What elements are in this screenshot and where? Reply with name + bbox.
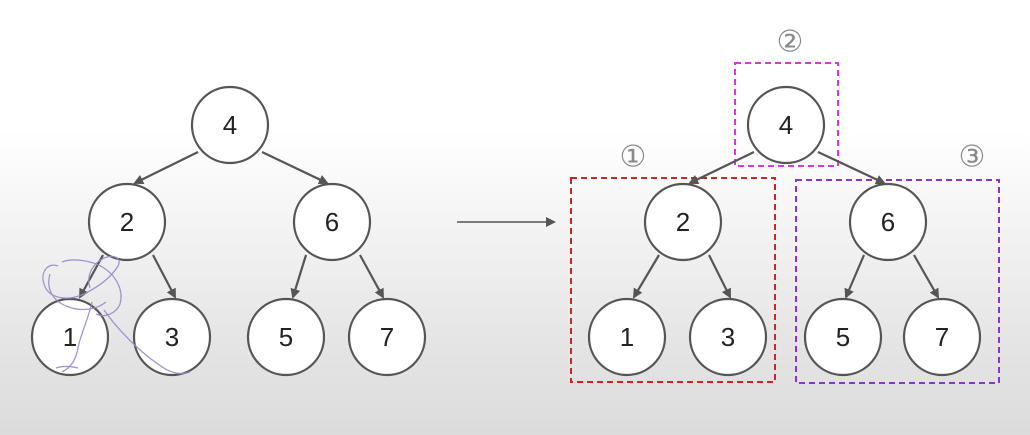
edge-6-to-7 [913, 254, 939, 299]
edge-2-to-3 [708, 254, 731, 299]
node-label: 3 [721, 322, 735, 352]
node-label: 5 [279, 322, 293, 352]
tree-node: 2 [87, 182, 167, 262]
edge-4-to-2 [133, 151, 199, 184]
edge-6-to-5 [844, 254, 866, 299]
group-marker-right: ③ [959, 140, 986, 175]
node-label: 4 [779, 110, 793, 140]
scribble-annotation [42, 255, 191, 375]
edge-6-to-5 [290, 254, 308, 299]
group-marker-root: ② [777, 25, 804, 60]
edge-2-to-3 [152, 254, 176, 299]
tree-node: 2 [643, 182, 723, 262]
tree-node: 7 [347, 297, 427, 377]
tree-node: 5 [246, 297, 326, 377]
tree-node: 7 [902, 297, 982, 377]
edge-2-to-1 [632, 254, 660, 299]
edge-4-to-6 [261, 151, 329, 185]
edge-4-to-2 [688, 151, 755, 185]
root-group-box [734, 62, 839, 167]
node-label: 5 [836, 322, 850, 352]
node-label: 3 [165, 322, 179, 352]
edge-4-to-6 [817, 151, 886, 185]
edge-2-to-1 [79, 254, 104, 299]
tree-node: 6 [848, 182, 928, 262]
tree-node: 5 [803, 297, 883, 377]
node-label: 1 [63, 322, 77, 352]
right-tree: ② ① ③ 4 2 6 1 3 5 [570, 25, 1000, 384]
tree-node: 3 [688, 297, 768, 377]
left-tree: 4 2 6 1 3 5 7 [30, 85, 427, 377]
node-label: 7 [935, 322, 949, 352]
edge-6-to-7 [359, 254, 384, 299]
node-label: 4 [223, 110, 237, 140]
node-label: 2 [120, 207, 134, 237]
left-subtree-group-box [570, 177, 776, 383]
tree-node: 4 [746, 85, 826, 165]
tree-node: 3 [132, 297, 212, 377]
tree-node: 6 [292, 182, 372, 262]
tree-node: 4 [190, 85, 270, 165]
node-label: 6 [325, 207, 339, 237]
node-label: 6 [881, 207, 895, 237]
group-marker-left: ① [620, 140, 647, 175]
right-subtree-group-box [795, 179, 1000, 384]
node-label: 2 [676, 207, 690, 237]
tree-node: 1 [30, 297, 110, 377]
node-label: 7 [380, 322, 394, 352]
tree-node: 1 [587, 297, 667, 377]
node-label: 1 [620, 322, 634, 352]
